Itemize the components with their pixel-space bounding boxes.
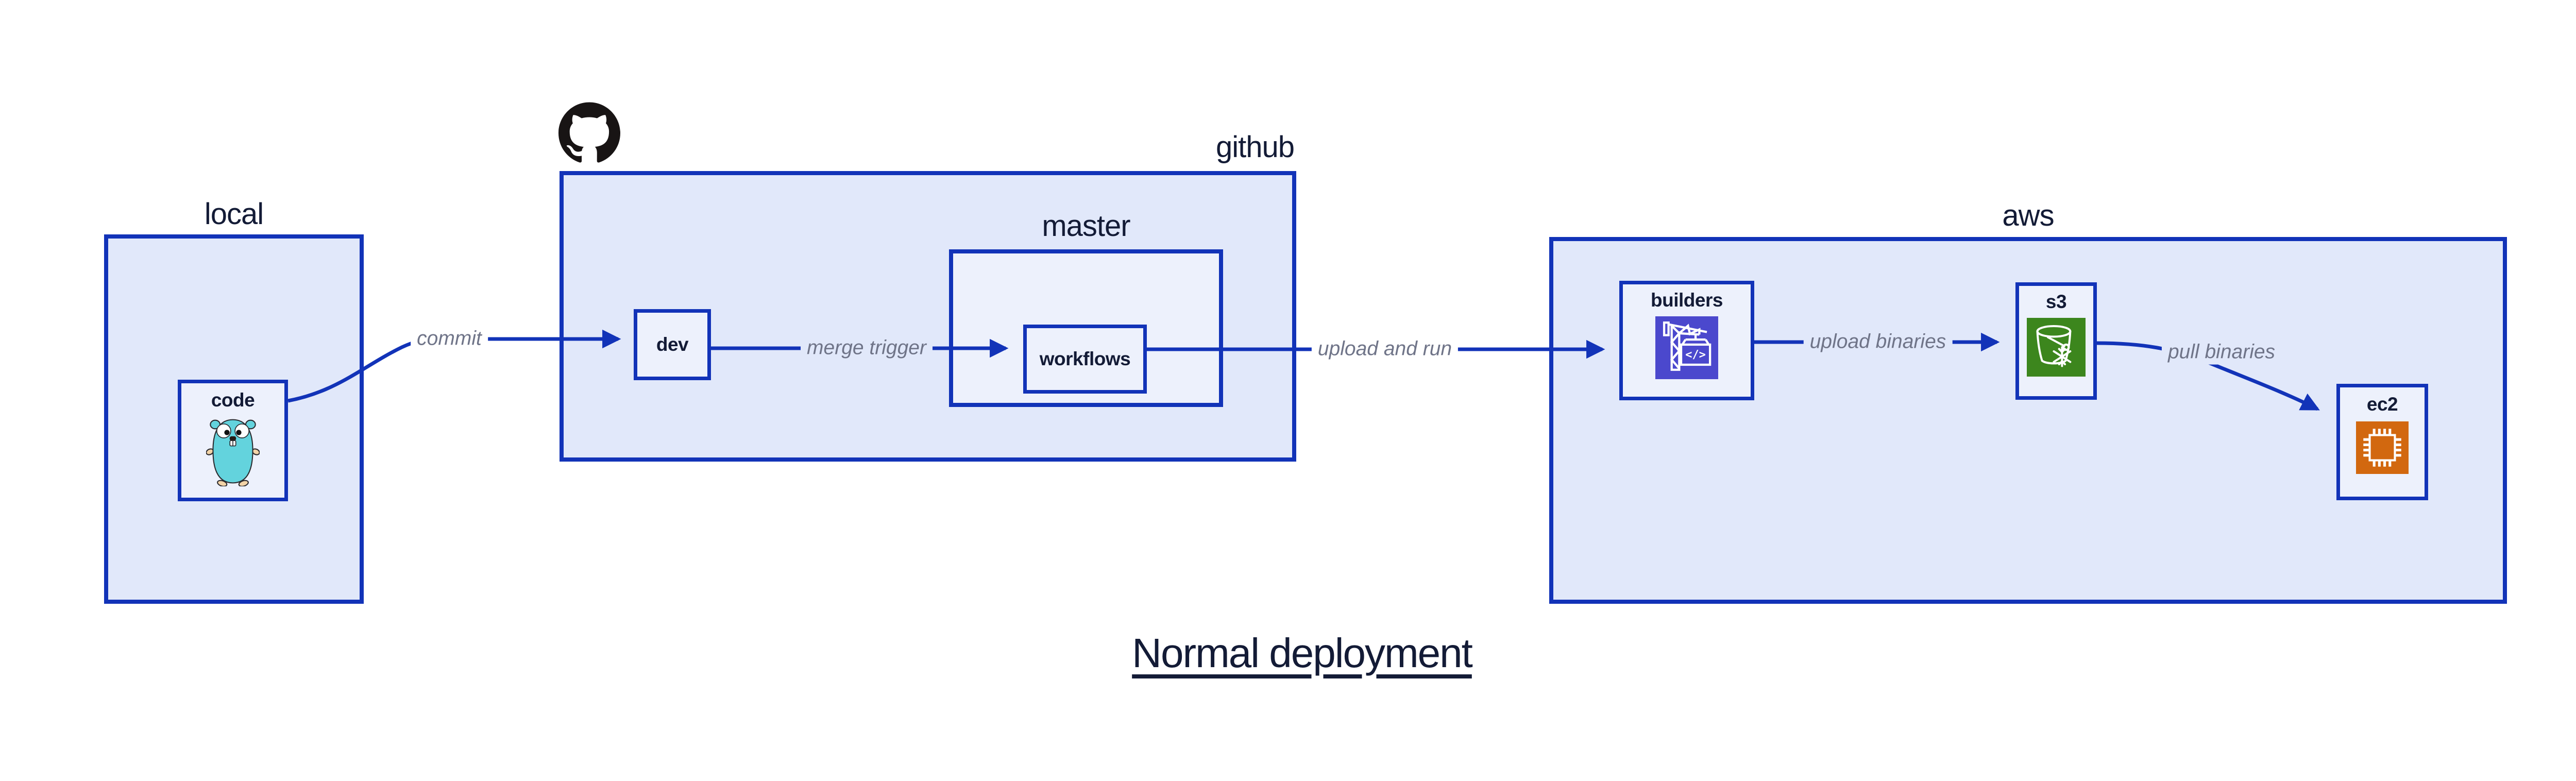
master-group-label: master xyxy=(1042,209,1130,243)
merge-trigger-edge-label: merge trigger xyxy=(801,336,933,361)
github-octocat-icon xyxy=(558,102,620,163)
aws-codebuild-icon: </> xyxy=(1655,316,1718,379)
commit-edge-label: commit xyxy=(411,327,488,351)
ec2-node-label: ec2 xyxy=(2366,394,2398,415)
code-node-label: code xyxy=(211,389,255,411)
code-node: code xyxy=(178,380,288,501)
dev-node: dev xyxy=(634,309,711,380)
builders-node: builders </> xyxy=(1619,281,1754,400)
dev-node-label: dev xyxy=(656,334,689,355)
upload-and-run-edge-label: upload and run xyxy=(1311,337,1459,362)
svg-text:</>: </> xyxy=(1685,349,1706,362)
aws-s3-icon xyxy=(2027,318,2086,377)
github-group-label: github xyxy=(1215,130,1295,164)
diagram-title-text: Normal deployment xyxy=(1132,630,1473,676)
workflows-node: workflows xyxy=(1023,325,1147,394)
upload-binaries-edge-label: upload binaries xyxy=(1803,330,1953,354)
diagram-title: Normal deployment xyxy=(0,630,2576,677)
workflows-node-label: workflows xyxy=(1039,348,1131,369)
go-gopher-icon xyxy=(206,419,260,486)
aws-group-label: aws xyxy=(2002,199,2054,232)
s3-node-label: s3 xyxy=(2045,291,2067,312)
ec2-node: ec2 xyxy=(2336,384,2428,500)
local-group-label: local xyxy=(204,197,264,231)
aws-ec2-icon xyxy=(2356,421,2409,474)
pull-binaries-edge-label: pull binaries xyxy=(2161,340,2282,365)
s3-node: s3 xyxy=(2015,282,2097,400)
builders-node-label: builders xyxy=(1651,290,1723,311)
